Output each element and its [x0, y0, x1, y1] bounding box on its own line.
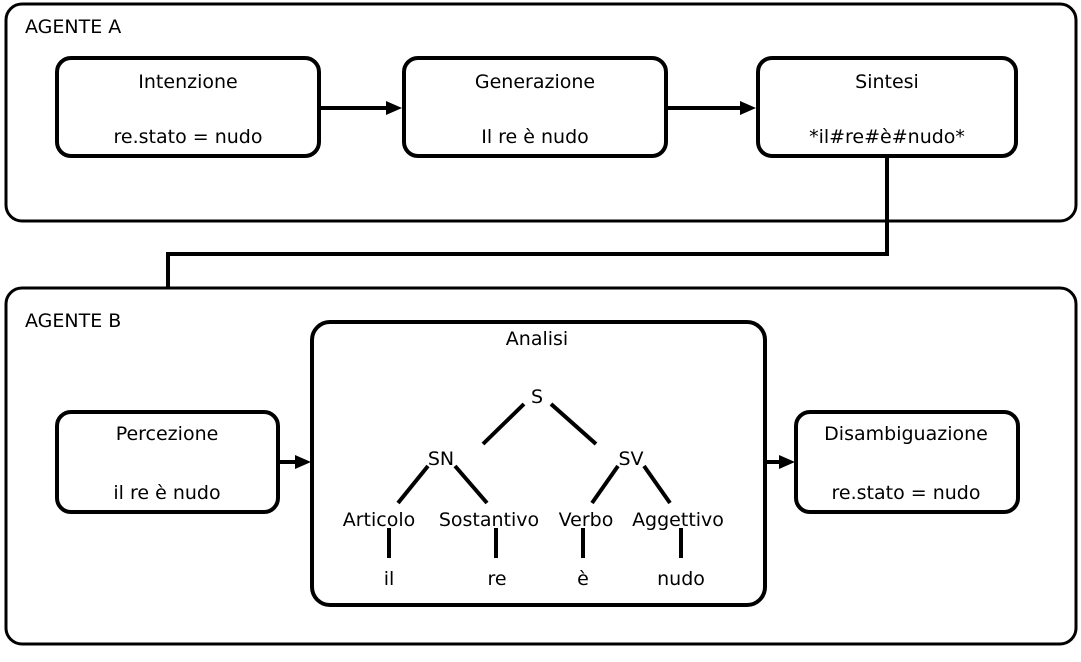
agent-a-container: AGENTE A Intenzione re.stato = nudo Gene… [4, 2, 1078, 223]
arrow-generazione-to-sintesi [667, 101, 756, 115]
node-disambiguazione-box[interactable] [794, 410, 1020, 514]
node-percezione-title: Percezione [116, 423, 219, 445]
node-disambiguazione-title: Disambiguazione [824, 423, 988, 445]
node-intenzione-box[interactable] [55, 56, 321, 158]
node-generazione-box[interactable] [402, 56, 668, 158]
node-intenzione-title: Intenzione [138, 71, 237, 93]
node-generazione-title: Generazione [475, 71, 595, 93]
node-disambiguazione-value: re.stato = nudo [832, 482, 981, 504]
arrowhead-icon [779, 455, 795, 469]
agent-a-label: AGENTE A [25, 16, 121, 38]
panel-analisi-box[interactable] [310, 320, 767, 607]
tree-edge-sv-aggettivo [642, 464, 672, 505]
arrow-percezione-to-analisi [278, 455, 311, 469]
node-intenzione[interactable]: Intenzione re.stato = nudo [55, 56, 321, 158]
node-sintesi-title: Sintesi [855, 71, 919, 93]
node-generazione[interactable]: Generazione Il re è nudo [402, 56, 668, 158]
tree-edge-sn-articolo [396, 464, 430, 505]
tree-edge-sv-verbo [590, 464, 620, 505]
panel-analisi: Analisi S SN SV Articolo Sostantivo Verb… [310, 320, 767, 607]
tree-node-sv: SV [618, 448, 643, 470]
tree-node-sostantivo: Sostantivo [439, 509, 539, 531]
node-sintesi-value: *il#re#è#nudo* [809, 126, 965, 148]
node-percezione[interactable]: Percezione il re è nudo [55, 410, 280, 514]
arrowhead-icon [740, 101, 756, 115]
node-sintesi[interactable]: Sintesi *il#re#è#nudo* [756, 56, 1018, 158]
tree-leaf-il: il [384, 568, 395, 590]
node-disambiguazione[interactable]: Disambiguazione re.stato = nudo [794, 410, 1020, 514]
arrow-intenzione-to-generazione [320, 101, 402, 115]
tree-leaf-re: re [487, 568, 506, 590]
tree-edge-s-sv [549, 402, 598, 446]
tree-node-s: S [531, 386, 543, 408]
tree-leaf-e: è [577, 568, 589, 590]
node-generazione-value: Il re è nudo [481, 126, 589, 148]
tree-leaf-nudo: nudo [657, 568, 705, 590]
panel-analisi-title: Analisi [506, 328, 568, 350]
node-percezione-value: il re è nudo [113, 482, 220, 504]
node-intenzione-value: re.stato = nudo [114, 126, 263, 148]
arrowhead-icon [386, 101, 402, 115]
tree-node-verbo: Verbo [559, 509, 614, 531]
arrowhead-icon [295, 455, 311, 469]
tree-node-sn: SN [428, 448, 454, 470]
tree-node-articolo: Articolo [343, 509, 416, 531]
arrow-analisi-to-disambiguazione [765, 455, 795, 469]
tree-edge-s-sn [481, 402, 526, 446]
agent-b-label: AGENTE B [25, 310, 121, 332]
agent-b-container: AGENTE B Percezione il re è nudo Analisi [4, 286, 1078, 646]
tree-node-aggettivo: Aggettivo [632, 509, 724, 531]
tree-edge-sn-sostantivo [453, 464, 489, 505]
